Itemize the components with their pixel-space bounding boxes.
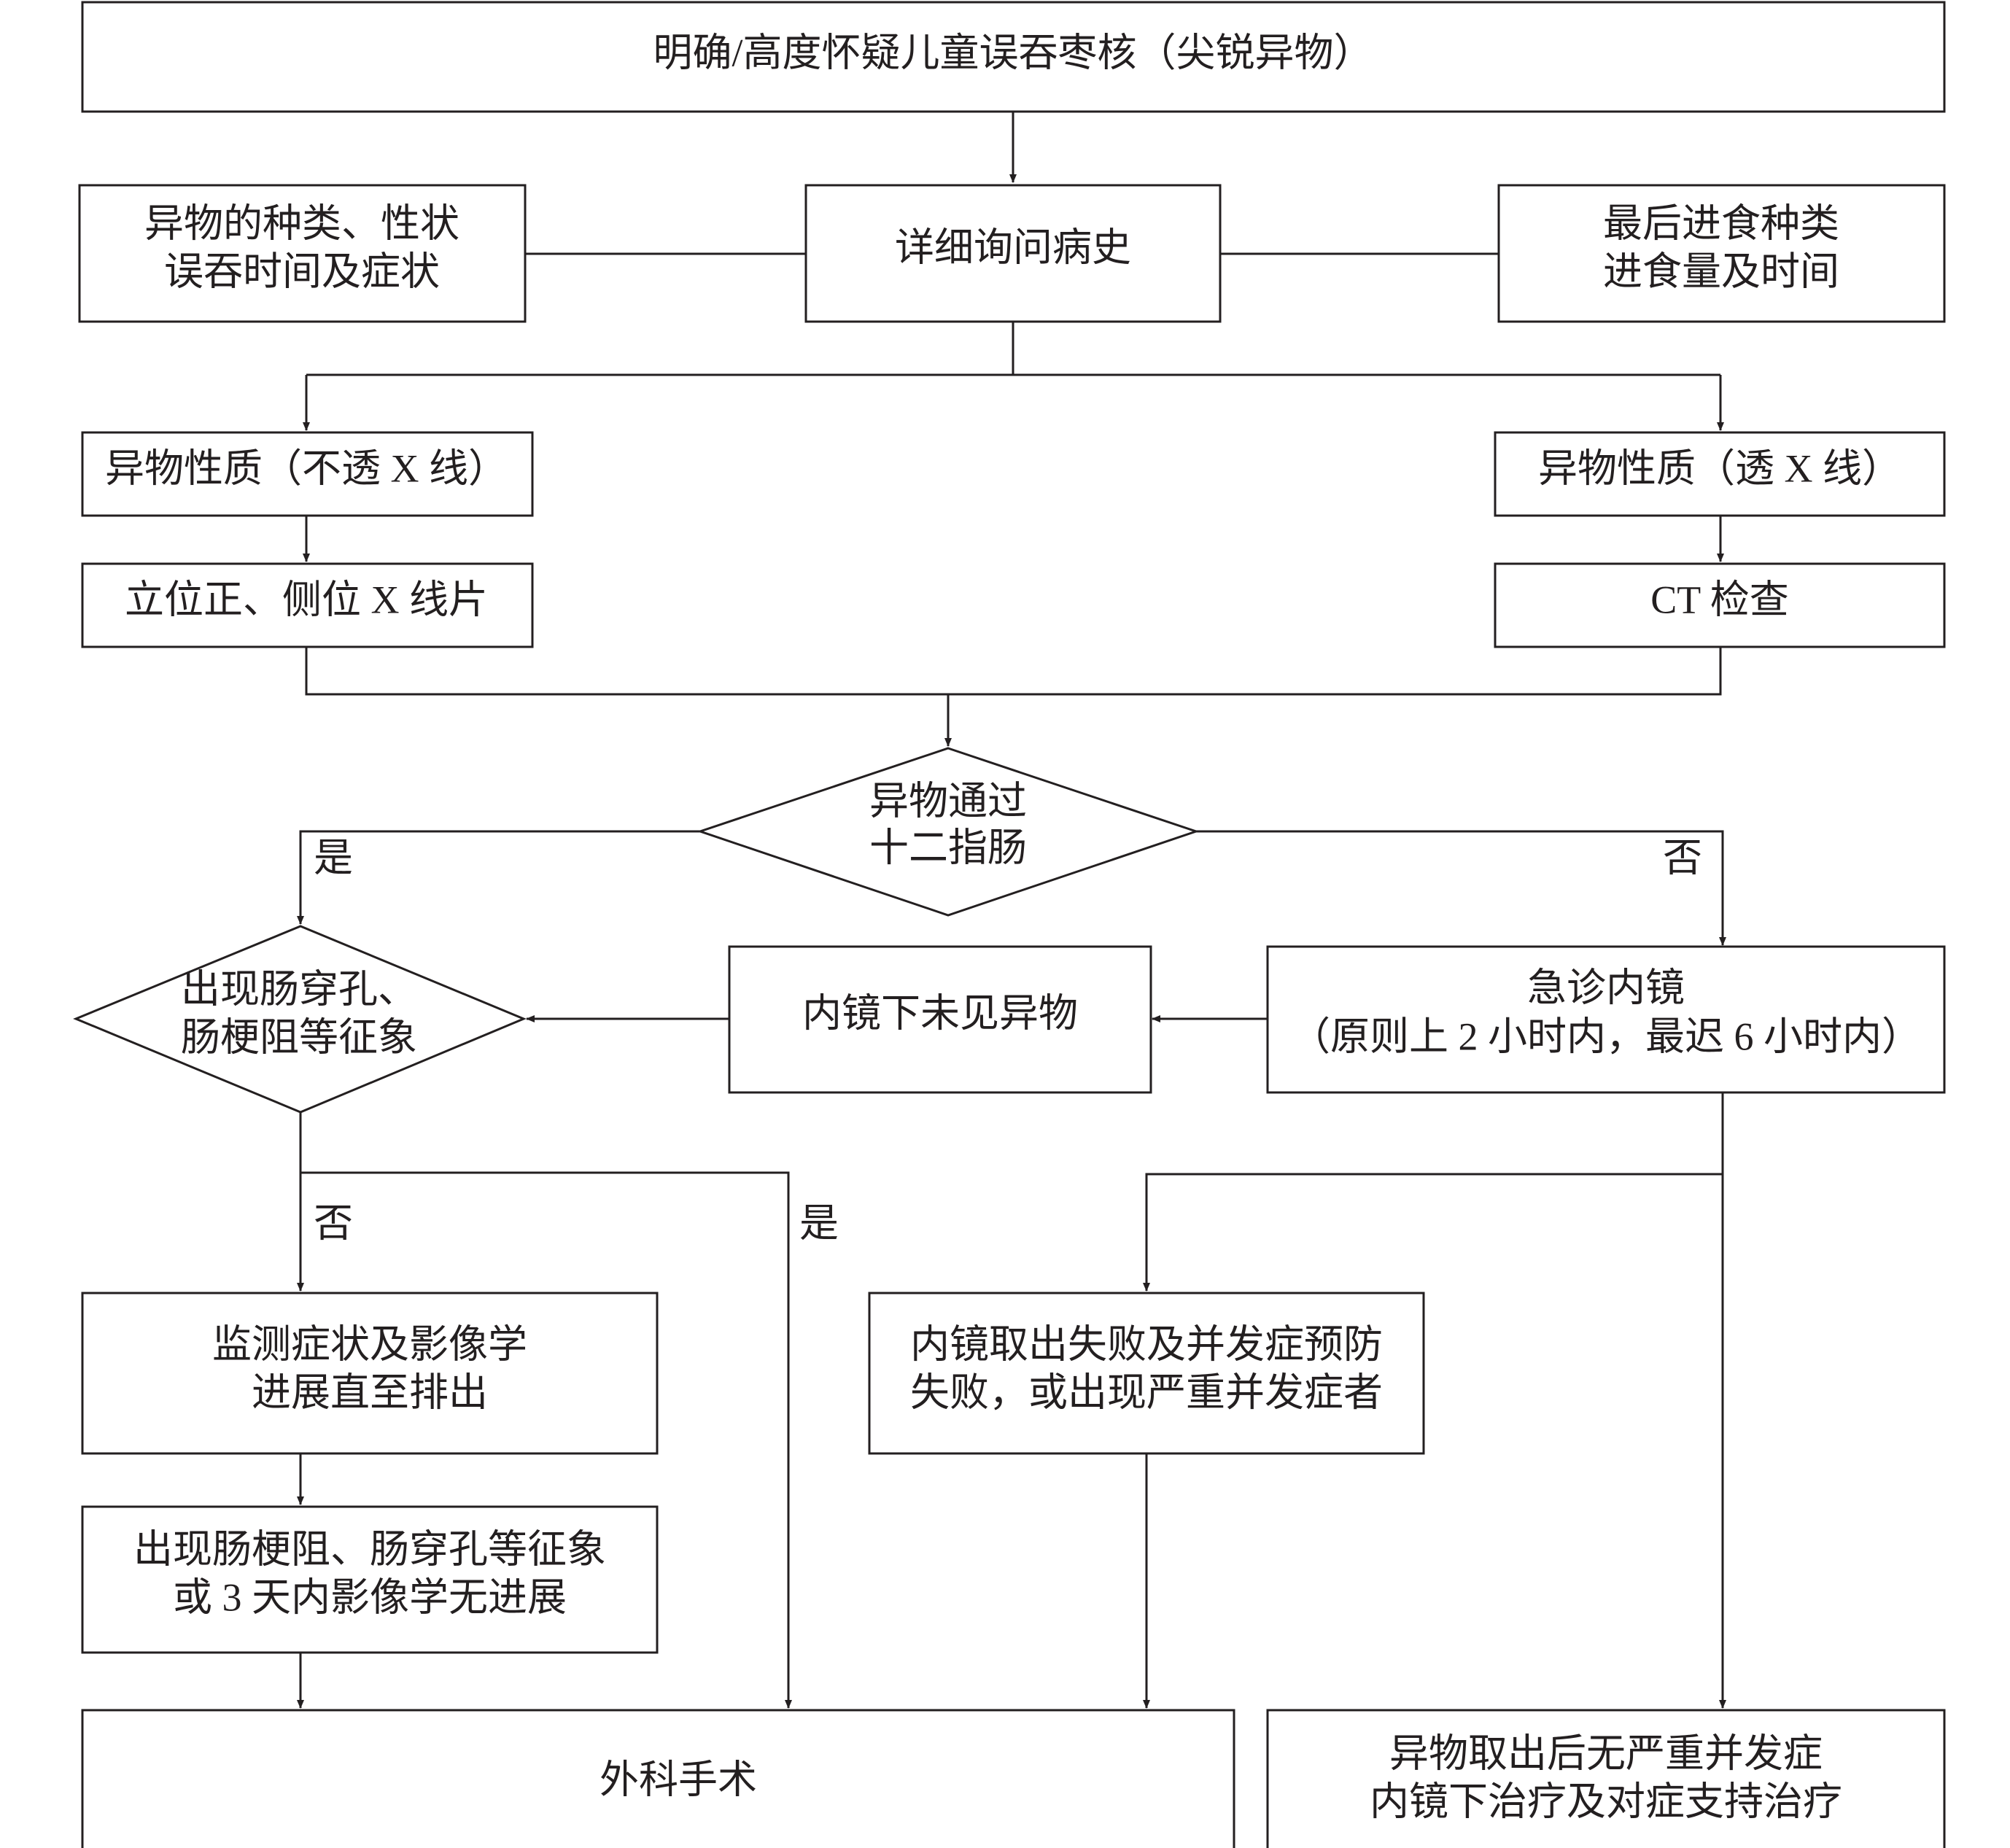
node-monitor-line1: 监测症状及影像学 bbox=[212, 1322, 527, 1366]
edge-label-duodenum-yes: 是 bbox=[314, 836, 353, 880]
node-post-removal-line2: 内镜下治疗及对症支持治疗 bbox=[1370, 1779, 1842, 1823]
node-xray: 立位正、侧位 X 线片 bbox=[81, 562, 534, 648]
node-no-fb-seen: 内镜下未见异物 bbox=[728, 945, 1152, 1094]
node-xray-label: 立位正、侧位 X 线片 bbox=[125, 578, 488, 621]
node-ct: CT 检查 bbox=[1494, 562, 1946, 648]
edge-endoscopy-failure-branch bbox=[1143, 1173, 1723, 1292]
node-complication-decision: 出现肠穿孔、 肠梗阻等征象 bbox=[73, 925, 527, 1114]
node-post-removal: 异物取出后无严重并发症 内镜下治疗及对症支持治疗 bbox=[1266, 1709, 1946, 1848]
node-start-label: 明确/高度怀疑儿童误吞枣核（尖锐异物） bbox=[653, 31, 1373, 74]
node-meal-info-line2: 进食量及时间 bbox=[1603, 249, 1839, 293]
node-complication-decision-line1: 出现肠穿孔、 bbox=[181, 967, 417, 1011]
node-complication-decision-line2: 肠梗阻等征象 bbox=[181, 1015, 417, 1059]
node-emergency-endoscopy: 急诊内镜 （原则上 2 小时内，最迟 6 小时内） bbox=[1266, 945, 1946, 1094]
edge-history-split bbox=[306, 322, 1014, 376]
node-endoscopy-failure: 内镜取出失败及并发症预防 失败，或出现严重并发症者 bbox=[868, 1292, 1425, 1455]
node-signs-line2: 或 3 天内影像学无进展 bbox=[173, 1575, 567, 1619]
node-emergency-endoscopy-line1: 急诊内镜 bbox=[1527, 966, 1685, 1009]
node-monitor: 监测症状及影像学 进展直至排出 bbox=[81, 1292, 659, 1455]
node-meal-info: 最后进食种类 进食量及时间 bbox=[1497, 184, 1946, 323]
node-meal-info-line1: 最后进食种类 bbox=[1603, 201, 1839, 245]
node-signs-line1: 出现肠梗阻、肠穿孔等征象 bbox=[133, 1527, 606, 1571]
node-monitor-line2: 进展直至排出 bbox=[252, 1370, 488, 1414]
node-radiopaque-label: 异物性质（不透 X 线） bbox=[105, 446, 508, 490]
node-duodenum-decision-line1: 异物通过 bbox=[869, 779, 1027, 823]
node-start: 明确/高度怀疑儿童误吞枣核（尖锐异物） bbox=[81, 1, 1946, 113]
node-post-removal-line1: 异物取出后无严重并发症 bbox=[1389, 1731, 1823, 1775]
node-duodenum-decision: 异物通过 十二指肠 bbox=[696, 747, 1200, 917]
edge-label-complication-yes: 是 bbox=[799, 1201, 839, 1245]
node-signs-or-no-progress: 出现肠梗阻、肠穿孔等征象 或 3 天内影像学无进展 bbox=[81, 1505, 659, 1654]
node-history-label: 详细询问病史 bbox=[895, 225, 1131, 269]
node-duodenum-decision-line2: 十二指肠 bbox=[869, 826, 1027, 869]
edge-duodenum-no bbox=[1196, 830, 1726, 946]
edge-complication-split bbox=[299, 1112, 792, 1709]
node-fb-info-line1: 异物的种类、性状 bbox=[144, 201, 459, 245]
node-surgery: 外科手术 bbox=[81, 1709, 1235, 1848]
node-radiopaque: 异物性质（不透 X 线） bbox=[81, 431, 534, 517]
edge-duodenum-yes bbox=[297, 830, 700, 925]
node-endoscopy-failure-line1: 内镜取出失败及并发症预防 bbox=[910, 1322, 1383, 1366]
node-radiolucent: 异物性质（透 X 线） bbox=[1494, 431, 1946, 517]
edge-xray-merge bbox=[305, 647, 1722, 696]
connectors bbox=[297, 112, 1726, 1709]
node-endoscopy-failure-line2: 失败，或出现严重并发症者 bbox=[910, 1370, 1383, 1414]
node-emergency-endoscopy-line2: （原则上 2 小时内，最迟 6 小时内） bbox=[1291, 1014, 1921, 1058]
node-ct-label: CT 检查 bbox=[1650, 578, 1789, 621]
node-fb-info: 异物的种类、性状 误吞时间及症状 bbox=[78, 184, 527, 323]
node-history: 详细询问病史 bbox=[804, 184, 1222, 323]
node-radiolucent-label: 异物性质（透 X 线） bbox=[1538, 446, 1901, 490]
node-no-fb-seen-label: 内镜下未见异物 bbox=[802, 991, 1078, 1035]
edge-label-complication-no: 否 bbox=[314, 1201, 353, 1245]
edge-label-duodenum-no: 否 bbox=[1663, 836, 1702, 880]
node-surgery-label: 外科手术 bbox=[599, 1758, 757, 1801]
node-fb-info-line2: 误吞时间及症状 bbox=[164, 249, 440, 293]
